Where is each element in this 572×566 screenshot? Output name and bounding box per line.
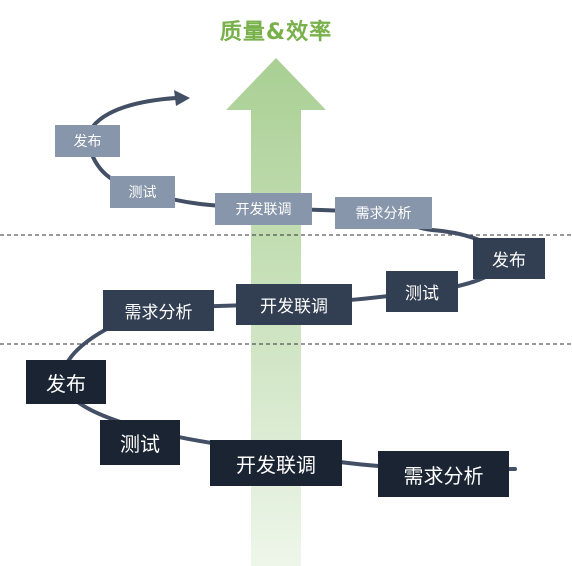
- diagram-title: 质量&效率: [219, 20, 333, 45]
- spiral-path-top: [86, 141, 386, 215]
- spiral-arrowhead: [174, 90, 190, 106]
- top-requirements-box: 需求分析: [335, 197, 432, 229]
- middle-integrate-box: 开发联调: [236, 284, 352, 325]
- bottom-test-box: 测试: [100, 420, 180, 465]
- middle-publish-box: 发布: [473, 238, 545, 279]
- bottom-publish-box: 发布: [26, 360, 106, 404]
- bottom-integrate-box: 开发联调: [210, 440, 342, 486]
- top-integrate-box: 开发联调: [215, 193, 312, 225]
- top-publish-box: 发布: [55, 125, 120, 157]
- middle-requirements-box: 需求分析: [103, 290, 214, 331]
- bottom-requirements-box: 需求分析: [378, 451, 509, 497]
- middle-test-box: 测试: [386, 271, 458, 312]
- top-test-box: 测试: [110, 176, 175, 208]
